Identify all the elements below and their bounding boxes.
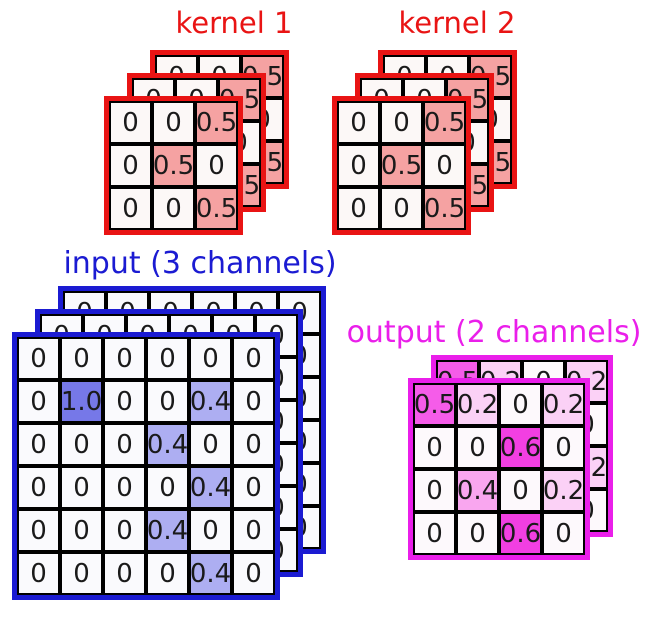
input-cell-r2c4: 0: [191, 425, 230, 464]
input-cell-r0c3: 0: [148, 339, 187, 378]
kernel1-cell-r0c0: 0: [111, 103, 150, 142]
kernel1-cell-r2c2: 0.5: [196, 189, 237, 228]
output-cell-r0c0: 0.5: [414, 385, 455, 424]
output-cell-r1c3: 0: [544, 428, 583, 467]
kernel2-cell-r0c2: 0.5: [424, 103, 465, 142]
input-cell-r0c2: 0: [105, 339, 144, 378]
input-cell-r3c2: 0: [105, 468, 144, 507]
output-cell-r3c0: 0: [415, 514, 454, 553]
kernel2-cell-r0c0: 0: [339, 103, 378, 142]
input-cell-r5c5: 0: [234, 554, 273, 593]
input-cell-r1c4: 0.4: [190, 382, 231, 421]
kernel1-cell-r1c0: 0: [111, 146, 150, 185]
input-cell-r3c5: 0: [234, 468, 273, 507]
input-cell-r4c4: 0: [191, 511, 230, 550]
kernel2-cell-r0c1: 0: [382, 103, 421, 142]
input-cell-r5c2: 0: [105, 554, 144, 593]
output-cell-r2c0: 0: [415, 471, 454, 510]
input-cell-r4c3: 0.4: [147, 511, 188, 550]
kernel1-cell-r1c2: 0: [197, 146, 236, 185]
input-cell-r2c1: 0: [62, 425, 101, 464]
kernel2-cell-r2c2: 0.5: [424, 189, 465, 228]
input-cell-r1c5: 0: [234, 382, 273, 421]
kernel2-cell-r2c0: 0: [339, 189, 378, 228]
output-cell-r0c1: 0.2: [457, 385, 498, 424]
kernel1-cell-r0c2: 0.5: [196, 103, 237, 142]
output-cell-r3c3: 0: [544, 514, 583, 553]
input-cell-r1c0: 0: [19, 382, 58, 421]
output-cell-r2c3: 0.2: [543, 471, 584, 510]
input-cell-r2c5: 0: [234, 425, 273, 464]
kernel2-cell-r1c0: 0: [339, 146, 378, 185]
input-cell-r4c0: 0: [19, 511, 58, 550]
input-cell-r0c0: 0: [19, 339, 58, 378]
output-cell-r1c0: 0: [415, 428, 454, 467]
input-cell-r1c3: 0: [148, 382, 187, 421]
kernel2-title: kernel 2: [398, 6, 516, 40]
kernel2-cell-r1c1: 0.5: [381, 146, 422, 185]
input-cell-r5c4: 0.4: [190, 554, 231, 593]
input-cell-r5c1: 0: [62, 554, 101, 593]
input-cell-r2c3: 0.4: [147, 425, 188, 464]
output-cell-r2c1: 0.4: [457, 471, 498, 510]
kernel2-cell-r2c1: 0: [382, 189, 421, 228]
output-cell-r2c2: 0: [501, 471, 540, 510]
input-cell-r3c1: 0: [62, 468, 101, 507]
kernel1-title: kernel 1: [175, 6, 293, 40]
input-cell-r5c0: 0: [19, 554, 58, 593]
output-cell-r0c3: 0.2: [543, 385, 584, 424]
input-cell-r0c1: 0: [62, 339, 101, 378]
input-cell-r2c2: 0: [105, 425, 144, 464]
kernel1-cell-r2c1: 0: [154, 189, 193, 228]
input-cell-r1c1: 1.0: [61, 382, 102, 421]
output-cell-r1c2: 0.6: [500, 428, 541, 467]
output-cell-r1c1: 0: [458, 428, 497, 467]
output-cell-r0c2: 0: [501, 385, 540, 424]
input-cell-r4c5: 0: [234, 511, 273, 550]
input-cell-r3c4: 0.4: [190, 468, 231, 507]
output-cell-r3c2: 0.6: [500, 514, 541, 553]
input-cell-r3c0: 0: [19, 468, 58, 507]
input-cell-r0c4: 0: [191, 339, 230, 378]
input-cell-r4c2: 0: [105, 511, 144, 550]
input-title: input (3 channels): [63, 246, 337, 281]
input-cell-r2c0: 0: [19, 425, 58, 464]
input-cell-r1c2: 0: [105, 382, 144, 421]
input-cell-r5c3: 0: [148, 554, 187, 593]
input-cell-r4c1: 0: [62, 511, 101, 550]
kernel1-cell-r0c1: 0: [154, 103, 193, 142]
output-title: output (2 channels): [346, 315, 642, 350]
output-cell-r3c1: 0: [458, 514, 497, 553]
kernel1-cell-r2c0: 0: [111, 189, 150, 228]
input-cell-r3c3: 0: [148, 468, 187, 507]
kernel2-cell-r1c2: 0: [425, 146, 464, 185]
kernel1-cell-r1c1: 0.5: [153, 146, 194, 185]
input-cell-r0c5: 0: [234, 339, 273, 378]
